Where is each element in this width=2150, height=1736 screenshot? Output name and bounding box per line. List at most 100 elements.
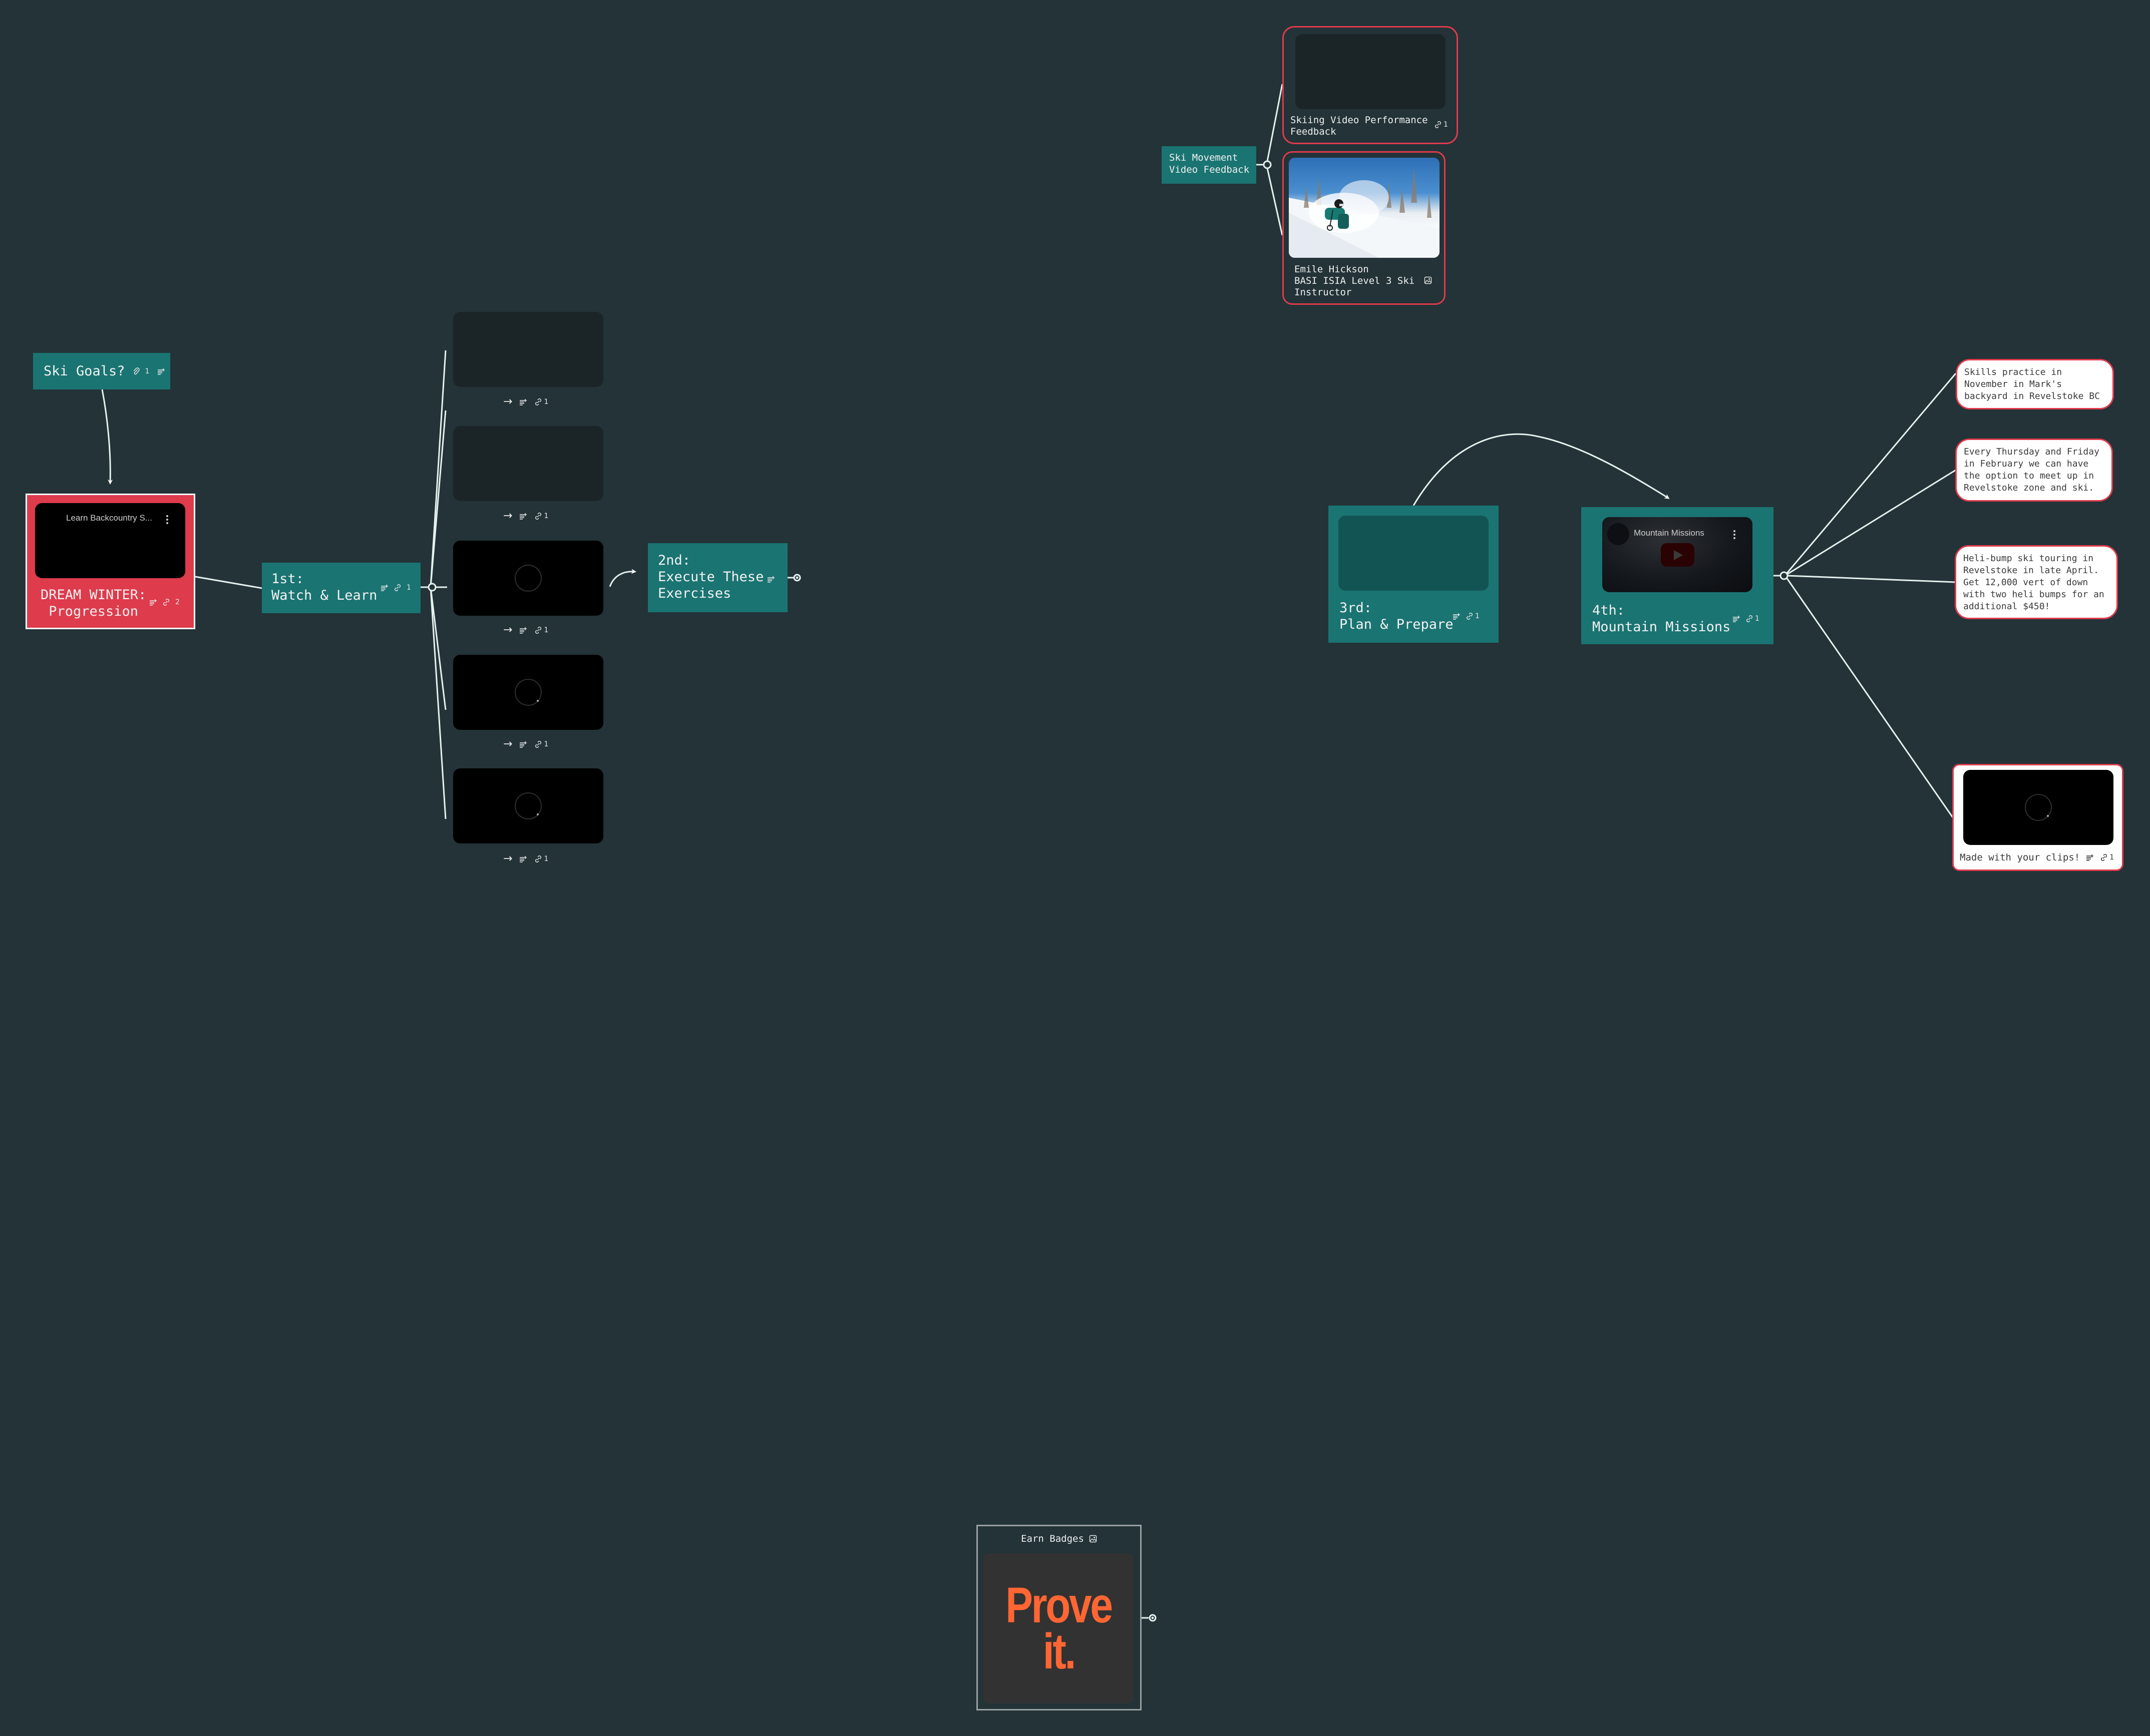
video-card-5[interactable]	[453, 768, 603, 843]
link-icon[interactable]	[2100, 853, 2108, 861]
link-icon[interactable]	[534, 626, 542, 634]
link-count: 1	[544, 626, 549, 634]
more-options-icon[interactable]	[166, 515, 168, 524]
video-card-1[interactable]	[453, 312, 603, 387]
loading-spinner-icon	[515, 792, 542, 819]
video-card-4-actions: → 1	[503, 738, 548, 750]
image-icon[interactable]	[1089, 1535, 1097, 1543]
notes-add-icon[interactable]	[519, 626, 527, 634]
loading-spinner-icon	[515, 679, 542, 706]
earn-badges-title: Earn Badges	[1021, 1533, 1084, 1544]
video-card-2[interactable]	[453, 426, 603, 501]
link-count: 1	[544, 740, 549, 748]
arrow-right-icon[interactable]: →	[503, 738, 513, 750]
performance-feedback-card[interactable]: Skiing Video Performance Feedback 1	[1282, 26, 1458, 144]
clips-video-card[interactable]: Made with your clips! 1	[1952, 764, 2123, 871]
arrow-right-icon[interactable]: →	[503, 510, 513, 522]
video-card-5-actions: → 1	[503, 852, 548, 865]
notes-add-icon[interactable]	[519, 740, 527, 748]
arrow-right-icon[interactable]: →	[503, 852, 513, 865]
link-count: 1	[1475, 612, 1480, 620]
notes-add-icon[interactable]	[2086, 853, 2094, 861]
loading-spinner-icon	[515, 565, 542, 592]
performance-feedback-title-line2: Feedback	[1290, 126, 1336, 137]
video-title: Learn Backcountry S...	[66, 513, 152, 523]
notes-add-icon[interactable]	[519, 398, 527, 406]
video-card-3[interactable]	[453, 541, 603, 616]
notes-add-icon[interactable]	[519, 512, 527, 520]
channel-avatar	[1607, 523, 1629, 545]
video-card-3-actions: → 1	[503, 624, 548, 636]
link-count: 1	[407, 584, 411, 592]
arrow-right-icon[interactable]: →	[503, 395, 513, 408]
link-icon[interactable]	[1466, 612, 1474, 620]
link-icon[interactable]	[534, 512, 542, 520]
link-count: 1	[544, 854, 549, 863]
step4-title-line1: 4th:	[1592, 603, 1625, 618]
step3-title-line2: Plan & Prepare	[1339, 617, 1454, 632]
clips-video[interactable]	[1963, 770, 2113, 845]
clips-caption: Made with your clips!	[1960, 852, 2080, 863]
step4-node[interactable]: Mountain Missions 4th: Mountain Missions…	[1581, 507, 1773, 644]
link-count: 1	[1444, 121, 1448, 129]
notes-add-icon[interactable]	[519, 855, 527, 863]
step2-title-line2: Execute These	[658, 569, 764, 585]
link-icon[interactable]	[162, 598, 170, 606]
step2-node[interactable]: 2nd: Execute These Exercises	[648, 543, 788, 612]
it-text: it.	[1042, 1623, 1076, 1679]
more-options-icon[interactable]	[1733, 530, 1735, 539]
notes-add-icon[interactable]	[1732, 615, 1740, 623]
step1-node[interactable]: 1st: Watch & Learn 1	[262, 563, 421, 613]
play-button-icon[interactable]	[1661, 543, 1694, 567]
video-card-2-actions: → 1	[503, 510, 548, 522]
link-icon[interactable]	[534, 398, 542, 406]
link-icon[interactable]	[534, 740, 542, 748]
ski-goals-title: Ski Goals?	[44, 363, 125, 379]
step2-title-line1: 2nd:	[658, 553, 691, 568]
note-card-heli-bump[interactable]: Heli-bump ski touring in Revelstoke in l…	[1955, 545, 2118, 619]
link-count: 1	[2109, 853, 2114, 861]
instructor-card[interactable]: Emile Hickson BASI ISIA Level 3 Ski Inst…	[1282, 151, 1446, 305]
mountain-missions-video[interactable]: Mountain Missions	[1602, 517, 1752, 592]
video-card-4[interactable]	[453, 655, 603, 730]
link-count: 1	[544, 397, 549, 406]
hub-handle	[428, 583, 437, 592]
step2-title-line3: Exercises	[658, 586, 732, 601]
notes-add-icon[interactable]	[149, 598, 157, 606]
notes-add-icon[interactable]	[1453, 612, 1461, 620]
link-icon[interactable]	[534, 855, 542, 863]
skier-photo	[1289, 158, 1440, 258]
notes-add-icon[interactable]	[767, 575, 775, 583]
earn-badges-card[interactable]: Earn Badges Prove it.	[976, 1525, 1142, 1710]
image-icon[interactable]	[1424, 276, 1432, 284]
arrow-right-icon[interactable]: →	[503, 624, 513, 636]
ski-movement-node[interactable]: Ski Movement Video Feedback	[1162, 146, 1256, 184]
video-card-1-actions: → 1	[503, 395, 548, 408]
ski-goals-node[interactable]: Ski Goals? 1	[33, 353, 170, 389]
link-icon[interactable]	[394, 584, 402, 592]
attachment-count: 1	[145, 367, 150, 375]
link-count: 2	[175, 598, 180, 606]
video-title: Mountain Missions	[1634, 528, 1704, 538]
performance-feedback-title-line1: Skiing Video Performance	[1290, 115, 1428, 126]
paperclip-icon[interactable]	[132, 367, 140, 375]
notes-add-icon[interactable]	[157, 367, 165, 375]
ski-movement-title-line2: Video Feedback	[1169, 164, 1250, 175]
step3-media-placeholder[interactable]	[1338, 516, 1489, 591]
dream-winter-title-line1: DREAM WINTER:	[41, 587, 147, 603]
step1-title-line2: Watch & Learn	[271, 588, 378, 603]
dream-winter-node[interactable]: Learn Backcountry S... DREAM WINTER: Pro…	[26, 494, 195, 629]
link-icon[interactable]	[1434, 121, 1442, 129]
note-card-skills-practice[interactable]: Skills practice in November in Mark's ba…	[1956, 359, 2114, 409]
step1-title-line1: 1st:	[271, 571, 304, 587]
step3-node[interactable]: 3rd: Plan & Prepare 1	[1328, 506, 1499, 643]
performance-feedback-video[interactable]	[1295, 34, 1446, 109]
link-icon[interactable]	[1745, 615, 1753, 623]
prove-text: Prove	[1005, 1577, 1113, 1633]
notes-add-icon[interactable]	[381, 584, 389, 592]
note-card-february-meetups[interactable]: Every Thursday and Friday in February we…	[1955, 439, 2113, 502]
dream-winter-title-line2: Progression	[41, 604, 139, 619]
dream-winter-video[interactable]: Learn Backcountry S...	[35, 503, 185, 578]
link-count: 1	[1755, 615, 1759, 623]
